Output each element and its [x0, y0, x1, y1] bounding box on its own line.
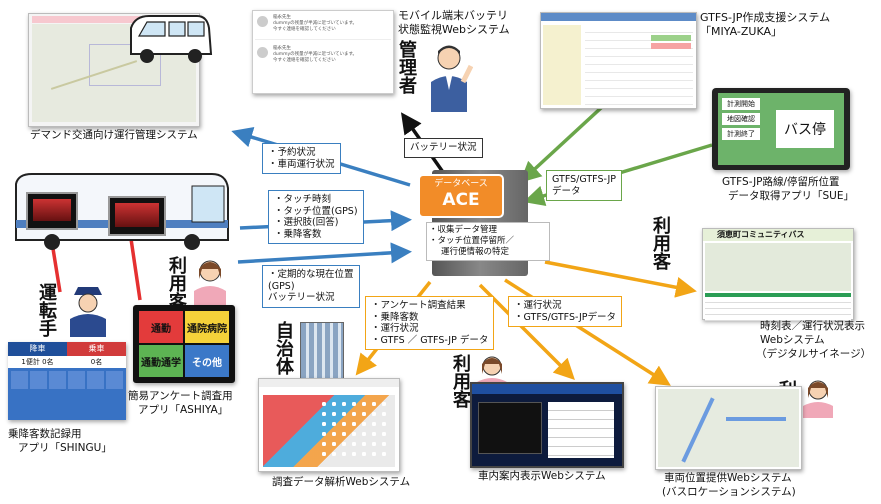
email-sender-1: 稲永先生: [273, 15, 291, 20]
miyazuka-screenshot: [540, 12, 697, 109]
shingu-key[interactable]: [49, 371, 66, 389]
demand-screenshot: [28, 13, 200, 127]
shingu-header-board: 乗車: [67, 342, 126, 356]
sue-label-2: データ取得アプリ「SUE」: [728, 190, 854, 202]
note-battery: バッテリー状況: [404, 138, 483, 158]
note-position: ・定期的な現在位置(GPS)バッテリー状況: [262, 265, 360, 308]
ashiya-option-hospital[interactable]: 通院病院: [185, 311, 229, 343]
shingu-count-board: 0名: [90, 358, 103, 366]
ashiya-option-school[interactable]: 通勤通学: [139, 345, 183, 377]
email-line-2b: 今すぐ連絡を確認してください: [273, 58, 336, 63]
arrow-to-timetable: [544, 260, 697, 298]
role-driver: 運転手: [39, 283, 57, 340]
db-name: ACE: [442, 190, 480, 210]
db-description: ・収集データ管理 ・タッチ位置停留所／ 運行便情報の特定: [426, 222, 550, 261]
note-reservation: ・予約状況・車両運行状況: [262, 143, 341, 174]
monitor-left: [26, 192, 78, 230]
role-passenger-1: 利用客: [169, 256, 187, 313]
email-screenshot: 稲永先生 dummyの残量が半減に近づいています。 今すぐ連絡を確認してください…: [252, 10, 394, 94]
ashiya-tablet: 通勤 通院病院 通勤通学 その他: [133, 305, 235, 383]
shingu-label-1: 乗降客数記録用: [8, 428, 82, 440]
ashiya-option-commute[interactable]: 通勤: [139, 311, 183, 343]
email-line-1a: dummyの残量が半減に近づいています。: [273, 21, 358, 26]
shingu-app-screenshot: 降車 乗車 1便計 0名 0名: [8, 342, 126, 420]
role-municipality: 自治体: [276, 321, 294, 378]
map-icon: [705, 243, 851, 291]
shingu-key[interactable]: [106, 371, 123, 389]
sue-button-start[interactable]: 計測開始: [722, 98, 760, 110]
timetable-label-1: 時刻表／運行状況表示: [760, 320, 865, 332]
demand-system-label: デマンド交通向け運行管理システム: [30, 129, 198, 141]
bus-icon: [12, 170, 232, 252]
passenger-person-icon: [800, 376, 836, 418]
arrow-tablet-to-db: [237, 242, 412, 264]
arrow-to-in-vehicle: [478, 283, 575, 380]
monitor-right: [108, 196, 166, 236]
tablet-icon: 計測開始 地図確認 計測終了 バス停: [712, 88, 850, 170]
note-touch: ・タッチ時刻・タッチ位置(GPS)・選択肢(回答)・乗降客数: [268, 190, 364, 244]
map-icon: [658, 389, 799, 467]
red-link-passenger: [128, 231, 142, 301]
note-operation: ・運行状況・GTFS/GTFS-JPデータ: [508, 296, 622, 327]
ashiya-label-1: 簡易アンケート調査用: [128, 390, 233, 402]
role-passenger-2: 利用客: [453, 354, 471, 411]
battery-monitor-label-1: モバイル端末バッテリ: [398, 9, 508, 22]
shingu-key[interactable]: [11, 371, 28, 389]
timetable-label-2: Webシステム: [760, 334, 825, 346]
shingu-count-total: 1便計 0名: [21, 358, 54, 366]
shingu-key[interactable]: [68, 371, 85, 389]
location-label-2: (バスロケーションシステム): [662, 486, 796, 498]
role-manager: 管理者: [399, 40, 417, 97]
driver-person-icon: [66, 285, 110, 337]
in-vehicle-label: 車内案内表示Webシステム: [478, 470, 606, 482]
building-icon: [300, 322, 344, 379]
sue-label-1: GTFS-JP路線/停留所位置: [722, 176, 840, 188]
role-passenger-3: 利用客: [653, 216, 671, 273]
database-server-icon: データベース ACE ・収集データ管理 ・タッチ位置停留所／ 運行便情報の特定: [412, 170, 550, 280]
note-survey: ・アンケート調査結果・乗降客数・運行状況・GTFS ／ GTFS-JP データ: [365, 296, 495, 350]
email-sender-2: 稲永先生: [273, 46, 291, 51]
sue-bus-stop-button[interactable]: バス停: [776, 110, 834, 148]
miyazuka-label-1: GTFS-JP作成支援システム: [700, 11, 831, 24]
battery-monitor-label-2: 状態監視Webシステム: [398, 23, 510, 36]
location-label-1: 車両位置提供Webシステム: [664, 472, 792, 484]
sue-button-map[interactable]: 地図確認: [722, 113, 760, 125]
analysis-screenshot: [258, 378, 400, 472]
van-icon: [125, 10, 215, 68]
email-line-1b: 今すぐ連絡を確認してください: [273, 27, 336, 32]
ashiya-label-2: アプリ「ASHIYA」: [138, 404, 229, 416]
person-icon: [425, 42, 473, 112]
bus-location-screenshot: [655, 386, 802, 470]
email-line-2a: dummyの残量が半減に近づいています。: [273, 52, 358, 57]
sue-button-end[interactable]: 計測終了: [722, 128, 760, 140]
analysis-label: 調査データ解析Webシステム: [272, 476, 411, 488]
db-title: データベース: [434, 179, 488, 189]
miyazuka-label-2: 「MIYA-ZUKA」: [700, 25, 782, 38]
shingu-key[interactable]: [30, 371, 47, 389]
timetable-label-3: （デジタルサイネージ）: [756, 348, 872, 360]
passenger-person-icon: [190, 255, 230, 305]
shingu-key[interactable]: [87, 371, 104, 389]
signage-screenshot: 須恵町コミュニティバス: [702, 228, 854, 321]
shingu-label-2: アプリ「SHINGU」: [18, 442, 112, 454]
ashiya-option-other[interactable]: その他: [185, 345, 229, 377]
shingu-header-alight: 降車: [8, 342, 67, 356]
in-vehicle-screenshot: [470, 382, 624, 468]
signage-title: 須恵町コミュニティバス: [703, 229, 853, 241]
db-badge: データベース ACE: [418, 174, 504, 218]
